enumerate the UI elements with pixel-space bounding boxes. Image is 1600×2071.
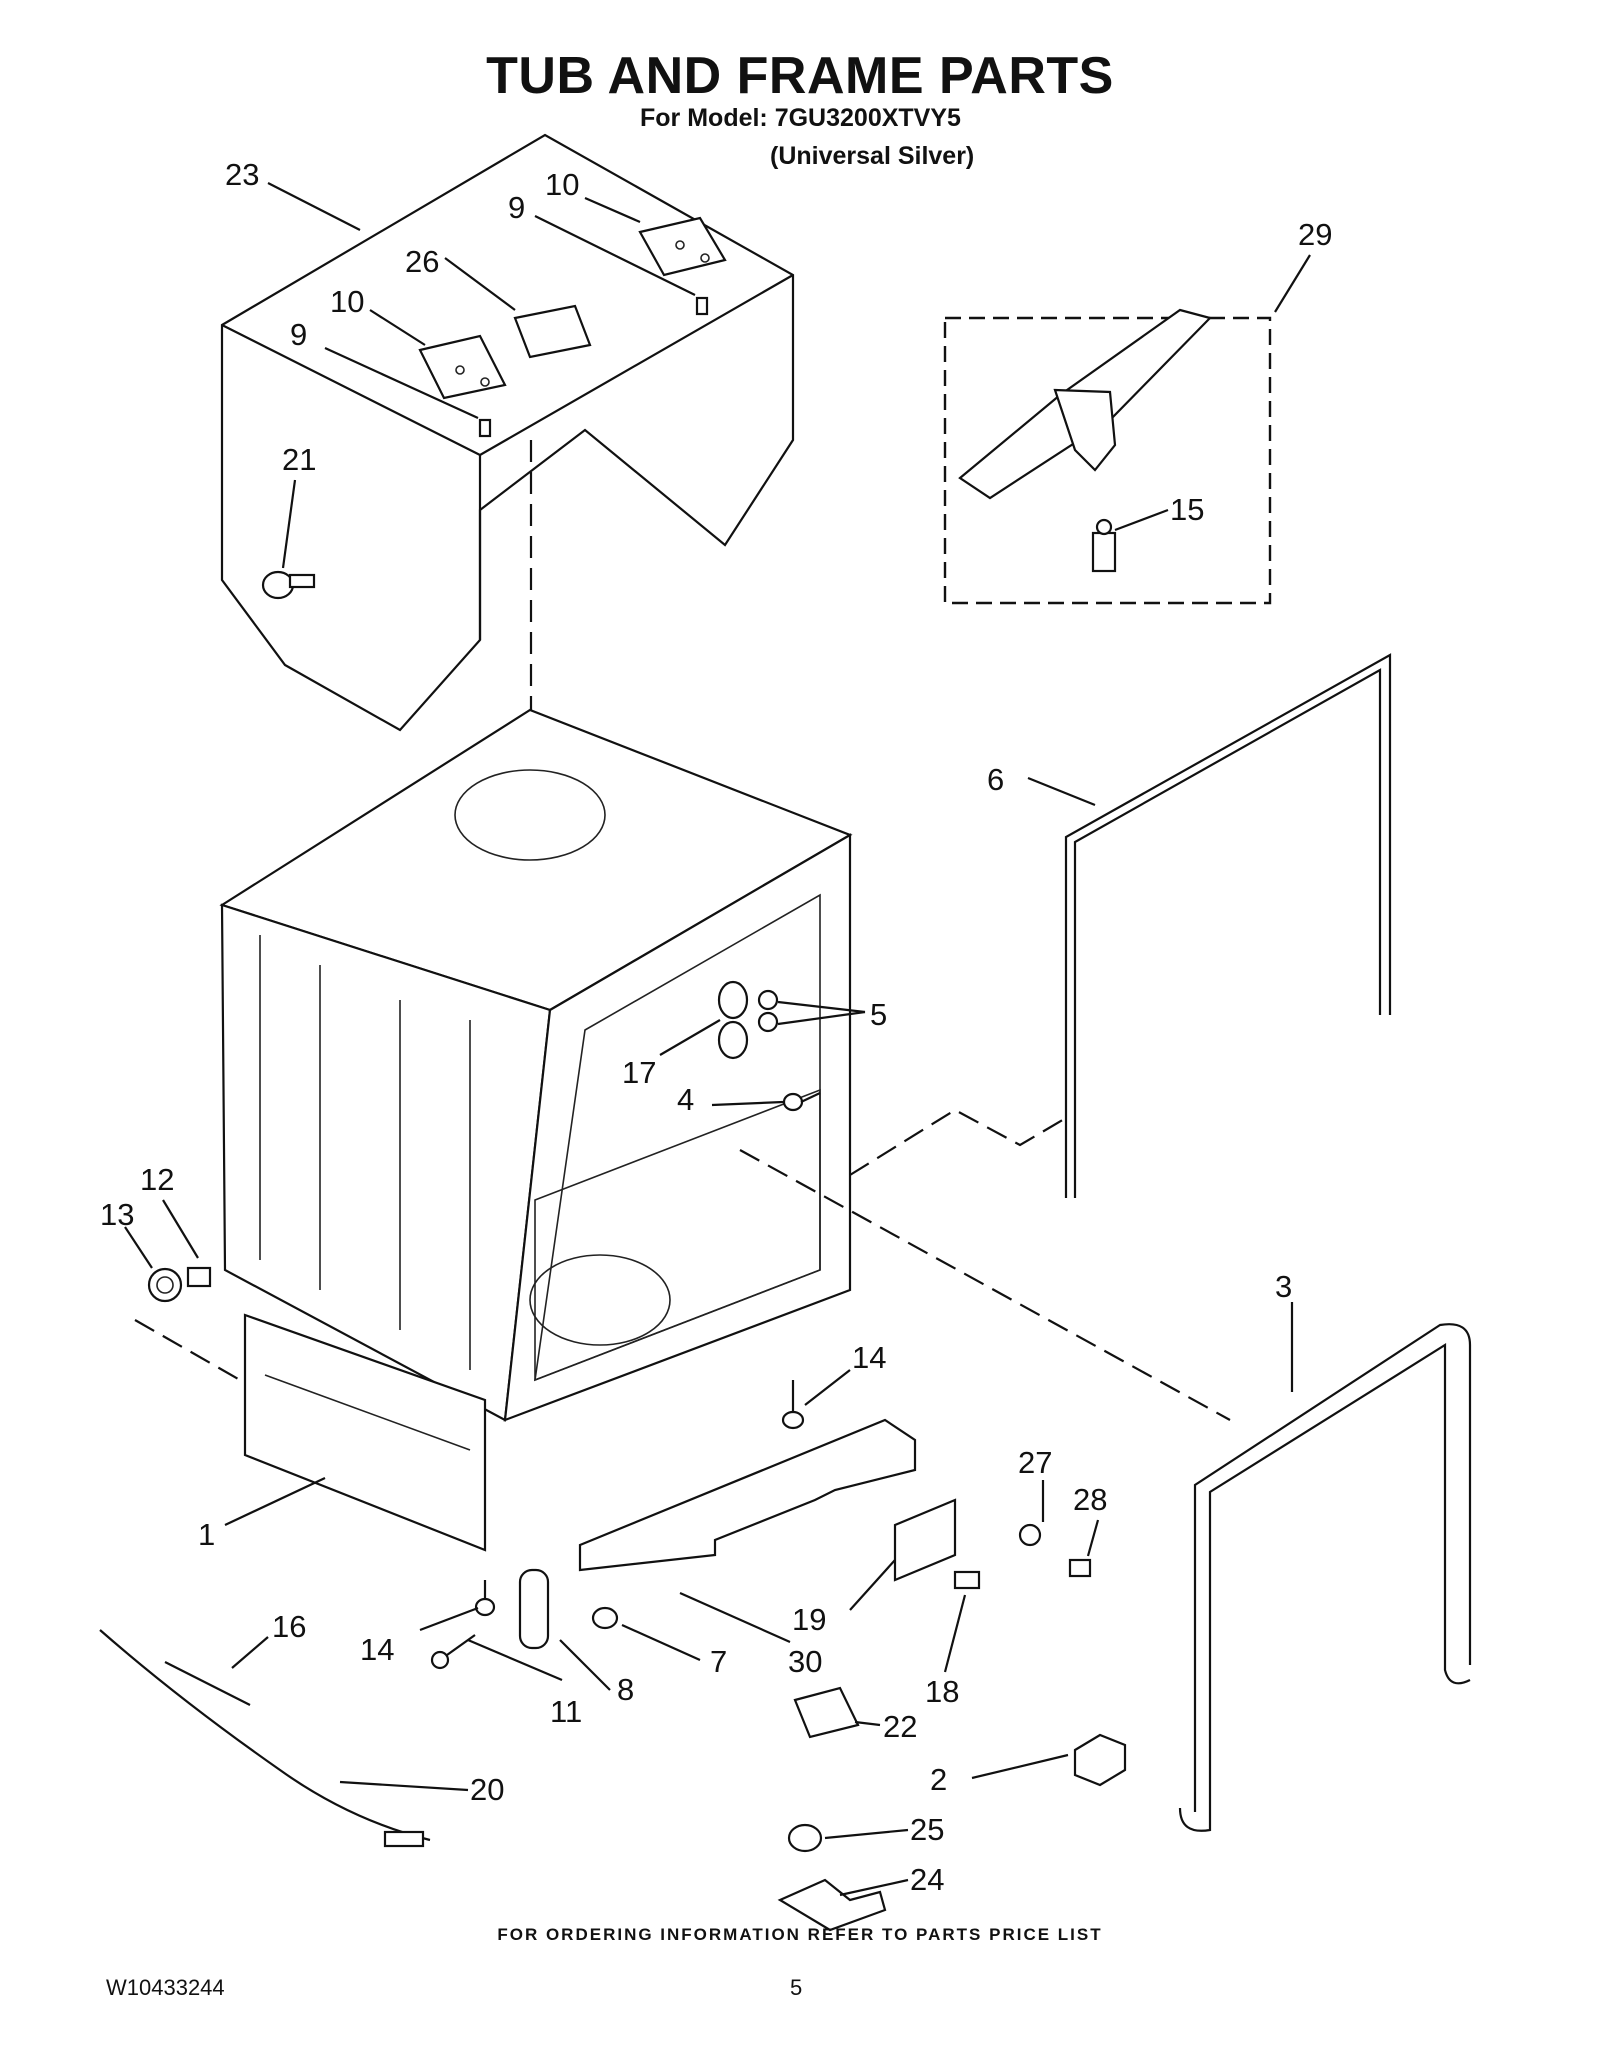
- callout-9-upper: 9: [508, 190, 525, 225]
- callout-4: 4: [677, 1082, 694, 1117]
- callout-16: 16: [272, 1609, 306, 1644]
- part-17-grommets: [717, 980, 749, 1060]
- part-27-nut: [1018, 1523, 1042, 1547]
- callout-30: 30: [788, 1644, 822, 1679]
- model-color: (Universal Silver): [770, 142, 975, 170]
- callout-12: 12: [140, 1162, 174, 1197]
- part-3-gasket: [1178, 1323, 1472, 1832]
- callout-15: 15: [1170, 492, 1204, 527]
- callout-24: 24: [910, 1862, 944, 1897]
- part-12-screw: [186, 1266, 212, 1288]
- part-24-bracket: [777, 1878, 887, 1932]
- callout-3: 3: [1275, 1269, 1292, 1304]
- part-8-flange: [518, 1568, 550, 1650]
- callout-20: 20: [470, 1772, 504, 1807]
- part-2-latch: [1073, 1733, 1127, 1787]
- part-11-screw: [430, 1634, 476, 1670]
- callout-9-lower: 9: [290, 317, 307, 352]
- part-22-label: [793, 1686, 860, 1739]
- callout-10-upper: 10: [545, 167, 579, 202]
- tub-assembly: [134, 708, 1231, 1552]
- callout-18: 18: [925, 1674, 959, 1709]
- part-23-insulation-blanket: [220, 133, 795, 830]
- callout-26: 26: [405, 244, 439, 279]
- callout-25: 25: [910, 1812, 944, 1847]
- part-10-bracket-upper: [638, 216, 727, 277]
- callout-2: 2: [930, 1762, 947, 1797]
- callout-17: 17: [622, 1055, 656, 1090]
- callout-11: 11: [550, 1694, 582, 1729]
- part-14-leg-upper: [781, 1380, 805, 1430]
- callout-21: 21: [282, 442, 316, 477]
- ordering-note: FOR ORDERING INFORMATION REFER TO PARTS …: [497, 1925, 1103, 1944]
- part-26-clip: [513, 304, 592, 359]
- part-25-switch: [787, 1823, 823, 1853]
- model-number: For Model: 7GU3200XTVY5: [640, 104, 961, 132]
- callout-13: 13: [100, 1197, 134, 1232]
- part-30-plate: [578, 1418, 917, 1572]
- callout-7: 7: [710, 1644, 727, 1679]
- callout-8: 8: [617, 1672, 634, 1707]
- callout-14-lower: 14: [360, 1632, 394, 1667]
- leader-lines: [124, 182, 1311, 1897]
- part-15-switch: [1091, 518, 1117, 573]
- callout-19: 19: [792, 1602, 826, 1637]
- part-29-assembly-box: [943, 308, 1272, 605]
- part-5-washers: [757, 989, 779, 1033]
- callout-14-upper: 14: [852, 1340, 886, 1375]
- part-14-leg-lower: [474, 1580, 496, 1617]
- part-16-spring: [164, 1661, 251, 1706]
- callout-10-lower: 10: [330, 284, 364, 319]
- part-10-bracket-lower: [418, 334, 507, 400]
- part-28-screw: [1068, 1558, 1092, 1578]
- document-number: W10433244: [106, 1975, 225, 2000]
- callout-6: 6: [987, 762, 1004, 797]
- part-21-push-pin: [261, 570, 316, 600]
- part-19-bracket: [893, 1498, 957, 1582]
- page-number: 5: [790, 1975, 803, 2000]
- callout-5: 5: [870, 997, 887, 1032]
- callout-29: 29: [1298, 217, 1332, 252]
- part-6-gasket: [1064, 653, 1392, 1198]
- part-13-nut: [147, 1267, 183, 1303]
- part-9-screw-upper: [695, 296, 709, 316]
- part-18-screw: [953, 1570, 981, 1590]
- callout-23: 23: [225, 157, 259, 192]
- callout-labels: 23 10 9 26 10 9 21 29 15 6 5 17 4 3 12 1…: [100, 157, 1332, 1897]
- callout-27: 27: [1018, 1445, 1052, 1480]
- part-9-screw-lower: [478, 418, 492, 438]
- part-7-pin: [591, 1606, 619, 1630]
- page-title: TUB AND FRAME PARTS: [486, 47, 1114, 105]
- part-20-cable: [99, 1629, 431, 1848]
- callout-28: 28: [1073, 1482, 1107, 1517]
- callout-1: 1: [198, 1517, 215, 1552]
- callout-22: 22: [883, 1709, 917, 1744]
- part-4-screw: [782, 1092, 821, 1112]
